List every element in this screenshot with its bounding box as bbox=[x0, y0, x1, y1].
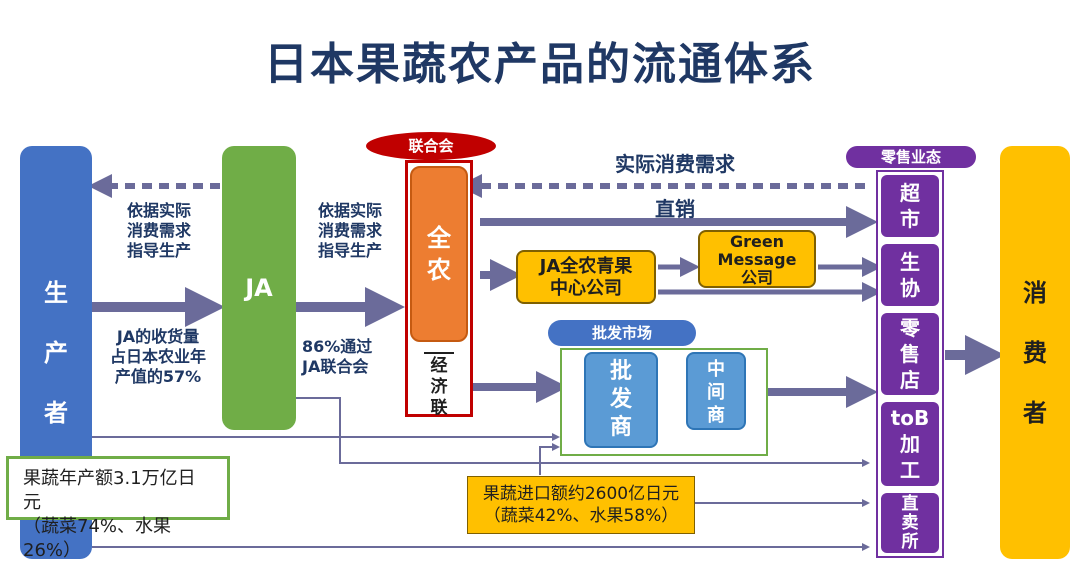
intermediary-box: 中 间 商 bbox=[686, 352, 746, 430]
label-line: 占日本农业年 bbox=[109, 347, 206, 366]
ja-share-label: JA的收货量 占日本农业年 产值的57% bbox=[96, 327, 220, 387]
box-line: 中 bbox=[707, 359, 725, 380]
label-line: 依据实际 bbox=[126, 201, 191, 220]
note-line: 果蔬年产额3.1万亿日元 bbox=[23, 468, 196, 513]
keizai-char: 经 bbox=[430, 356, 448, 376]
box-line: 市 bbox=[900, 207, 920, 231]
box-line: 直 bbox=[901, 493, 919, 514]
box-line: 加 bbox=[900, 432, 920, 456]
box-line: 商 bbox=[707, 405, 725, 426]
retail-item-direct-sale: 直 卖 所 bbox=[881, 493, 939, 553]
producer-char: 生 bbox=[44, 278, 68, 307]
label-line: 消费需求 bbox=[126, 221, 191, 240]
box-line: 商 bbox=[609, 415, 632, 440]
ja-zennoh-company-box: JA全农青果 中心公司 bbox=[516, 250, 656, 304]
box-line: 店 bbox=[900, 368, 920, 392]
box-line: JA全农青果 bbox=[539, 256, 633, 277]
box-line: 所 bbox=[901, 531, 919, 552]
ja-to-retail-line bbox=[296, 397, 870, 467]
zennoh-box: 全 农 bbox=[410, 166, 468, 342]
label-line: 依据实际 bbox=[317, 201, 382, 220]
box-line: Green bbox=[729, 232, 785, 251]
direct-sales-label: 直销 bbox=[655, 197, 695, 221]
keizai-rule bbox=[424, 352, 454, 354]
note-line: （蔬菜42%、水果58%） bbox=[483, 506, 679, 526]
consumer-char: 消 bbox=[1023, 278, 1047, 307]
box-line: 工 bbox=[900, 458, 920, 482]
note-line: 果蔬进口额约2600亿日元 bbox=[482, 484, 680, 504]
consumer-char: 者 bbox=[1023, 398, 1047, 427]
label-line: 86%通过 bbox=[302, 337, 373, 356]
producer-char: 者 bbox=[44, 398, 68, 427]
imports-note: 果蔬进口额约2600亿日元 （蔬菜42%、水果58%） bbox=[467, 476, 695, 534]
guide-left-label: 依据实际 消费需求 指导生产 bbox=[106, 201, 212, 261]
keizai-char: 联 bbox=[430, 398, 448, 418]
box-line: 间 bbox=[707, 382, 725, 403]
box-line: 超 bbox=[900, 181, 920, 205]
retail-item-coop: 生 协 bbox=[881, 244, 939, 306]
box-line: Message bbox=[717, 250, 797, 269]
keizai-char: 济 bbox=[430, 377, 448, 397]
federation-pill: 联合会 bbox=[366, 132, 496, 160]
label-line: JA联合会 bbox=[302, 357, 369, 376]
consumer-char: 费 bbox=[1023, 338, 1047, 367]
retail-formats-pill: 零售业态 bbox=[846, 146, 976, 168]
box-line: 生 bbox=[900, 250, 920, 274]
retail-item-store: 零 售 店 bbox=[881, 313, 939, 395]
box-line: 发 bbox=[609, 387, 632, 412]
label-line: 指导生产 bbox=[317, 241, 382, 260]
label-line: 指导生产 bbox=[126, 241, 191, 260]
box-line: 协 bbox=[900, 276, 920, 300]
consumer-box: 消 费 者 bbox=[1000, 146, 1070, 559]
through-ja-label: 86%通过 JA联合会 bbox=[302, 337, 392, 377]
box-line: 公司 bbox=[740, 268, 773, 287]
page-title: 日本果蔬农产品的流通体系 bbox=[264, 39, 816, 90]
box-line: 中心公司 bbox=[550, 278, 622, 299]
keizai-label: 经 济 联 bbox=[410, 356, 468, 419]
label-line: JA的收货量 bbox=[116, 327, 200, 346]
green-message-box: Green Message 公司 bbox=[698, 230, 816, 288]
output-note: 果蔬年产额3.1万亿日元 （蔬菜74%、水果26%） bbox=[6, 456, 230, 561]
retail-item-supermarket: 超 市 bbox=[881, 175, 939, 237]
zennoh-char: 农 bbox=[427, 256, 451, 284]
box-line: toB bbox=[890, 406, 930, 430]
retail-item-tob-processing: toB 加 工 bbox=[881, 402, 939, 486]
box-line: 零 bbox=[900, 316, 920, 340]
imports-to-market-line bbox=[539, 443, 560, 475]
box-line: 卖 bbox=[901, 512, 919, 533]
box-line: 售 bbox=[900, 342, 920, 366]
label-line: 消费需求 bbox=[317, 221, 382, 240]
note-line: （蔬菜74%、水果26%） bbox=[23, 516, 172, 561]
wholesaler-box: 批 发 商 bbox=[584, 352, 658, 448]
label-line: 产值的57% bbox=[114, 367, 202, 386]
producer-char: 产 bbox=[44, 338, 68, 367]
box-line: 批 bbox=[609, 359, 632, 384]
wholesale-market-pill: 批发市场 bbox=[548, 320, 696, 346]
guide-mid-label: 依据实际 消费需求 指导生产 bbox=[300, 201, 400, 261]
ja-box: JA bbox=[222, 146, 296, 430]
actual-demand-label: 实际消费需求 bbox=[615, 152, 735, 176]
zennoh-char: 全 bbox=[427, 224, 451, 252]
ja-label: JA bbox=[245, 274, 273, 302]
